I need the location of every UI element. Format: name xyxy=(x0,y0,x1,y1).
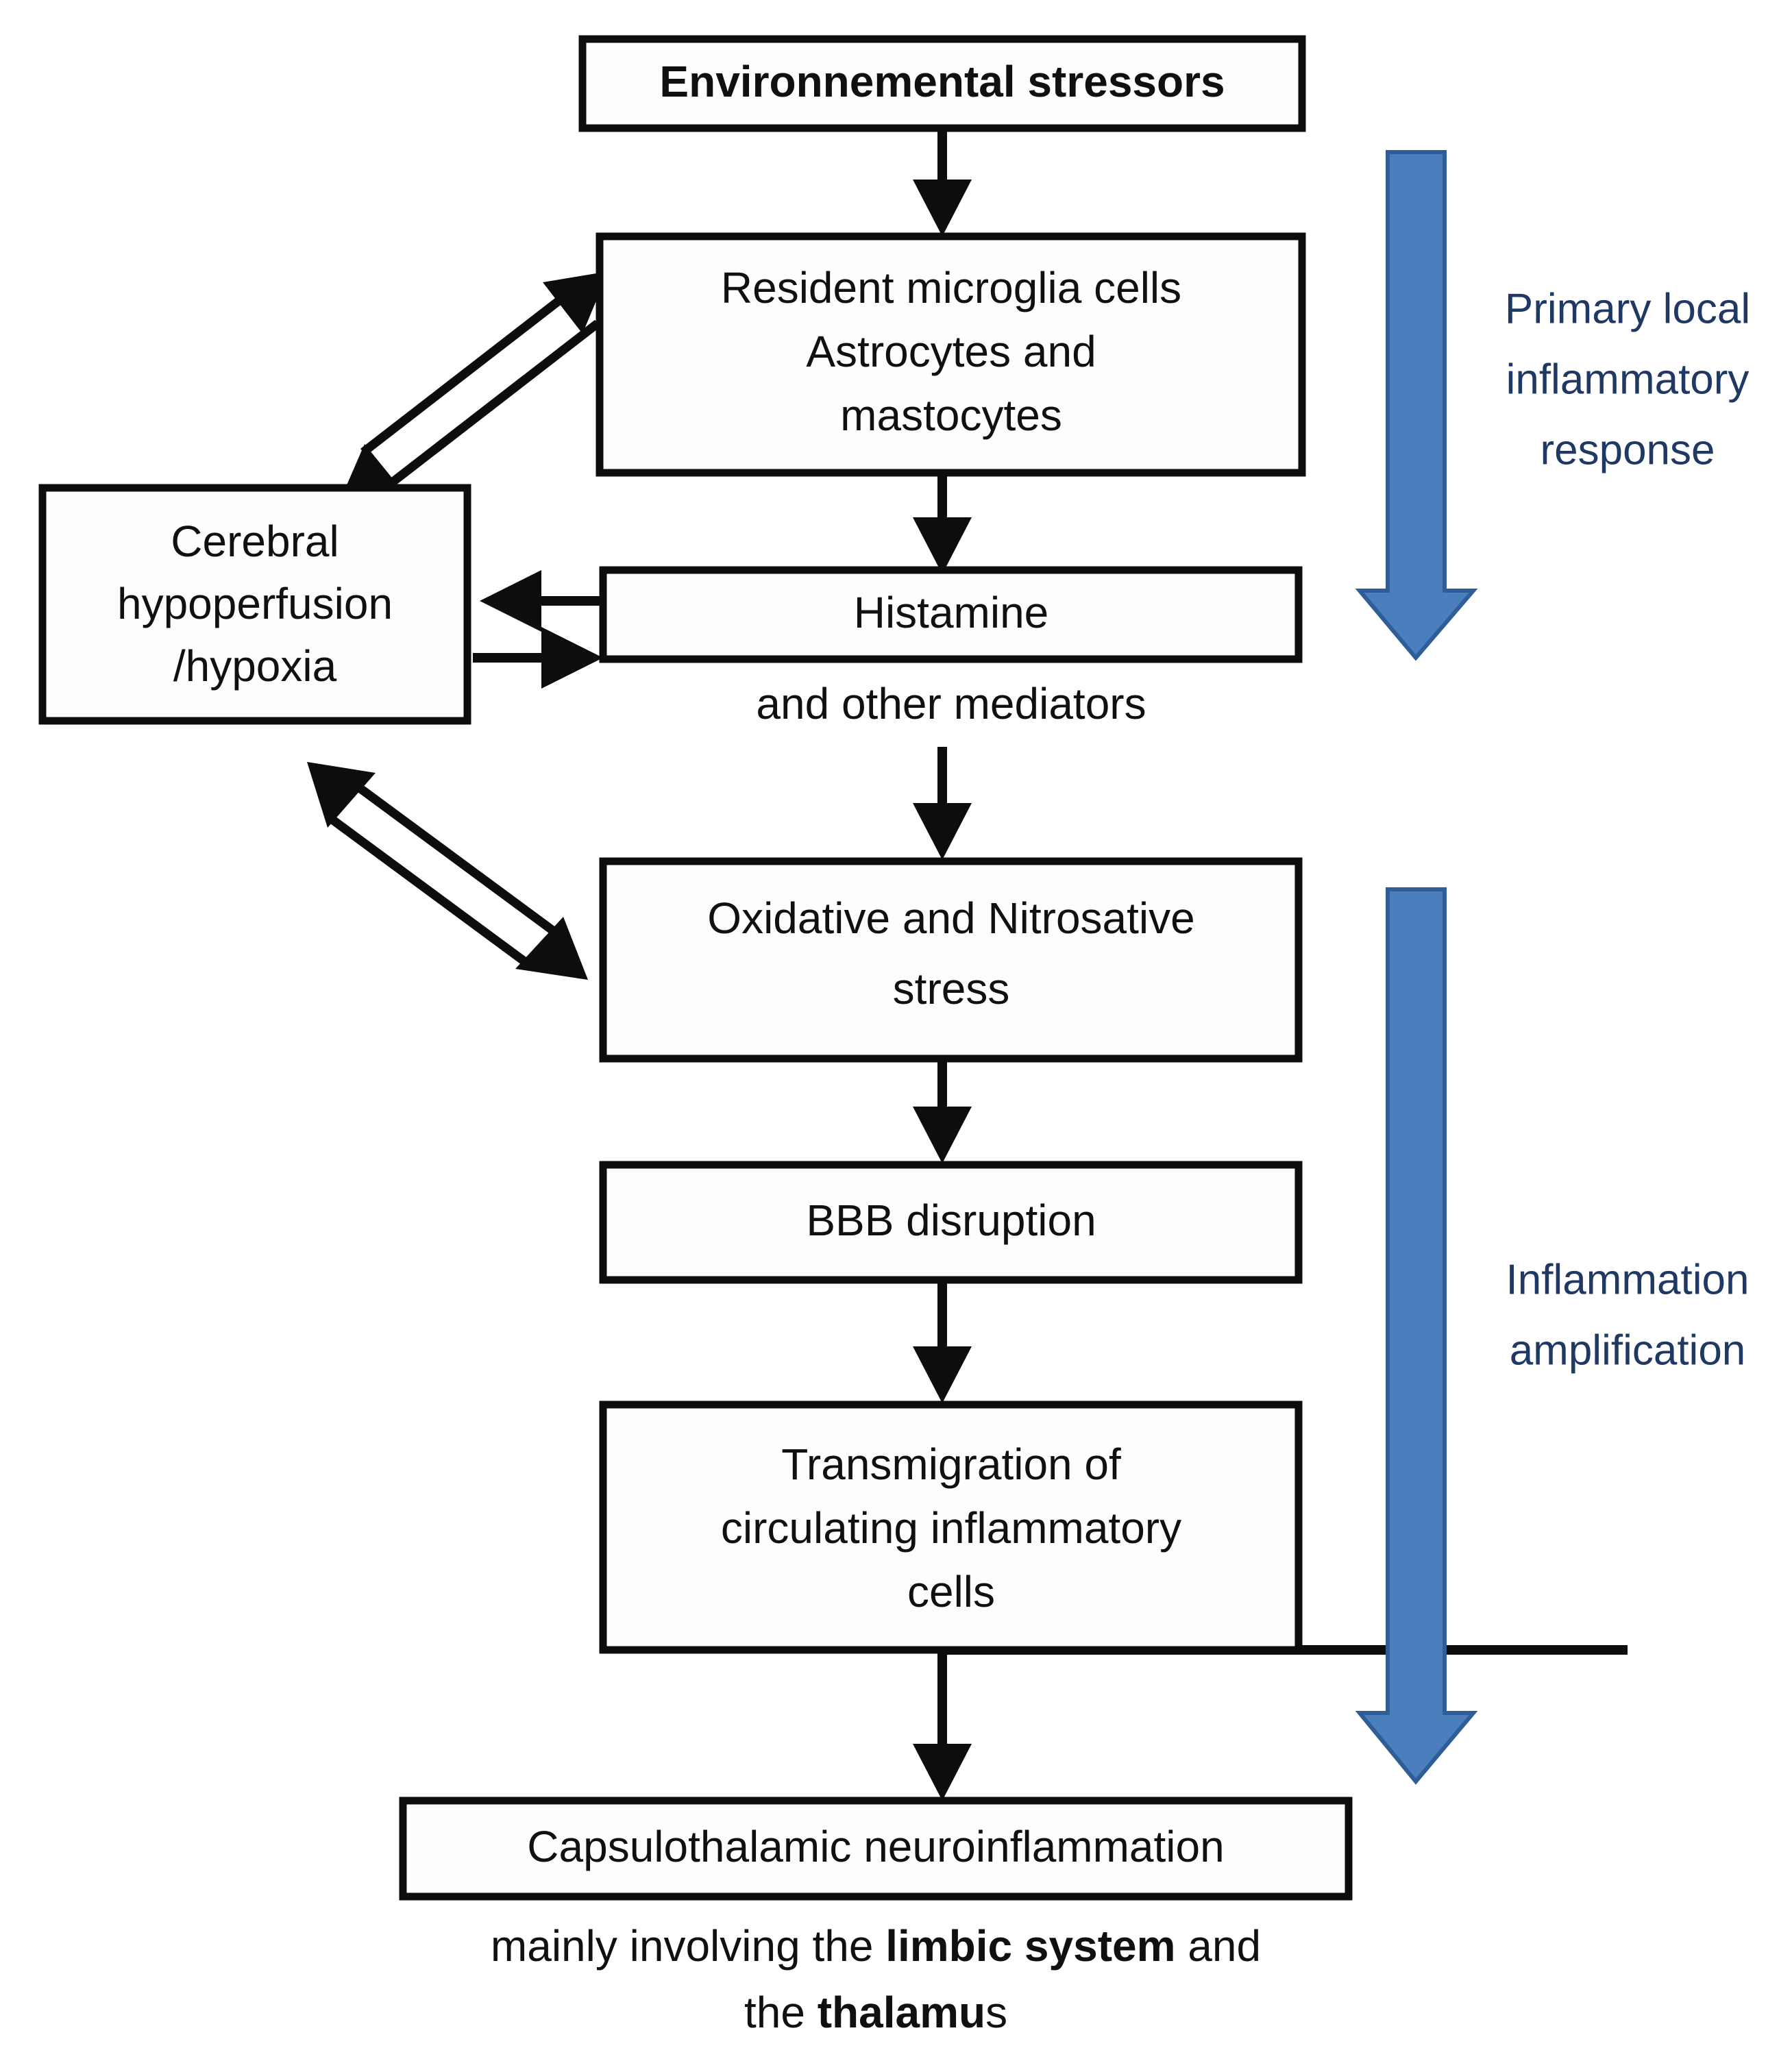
node-capsulothalamic-caption-line1: mainly involving the limbic system and xyxy=(491,1921,1261,1971)
down-arrow-icon-primary xyxy=(1355,150,1478,661)
node-transmigration-line1: Transmigration of xyxy=(781,1440,1121,1489)
node-capsulothalamic: Capsulothalamic neuroinflammation mainly… xyxy=(399,1797,1353,2037)
capsulothalamic-caption-1b: limbic system xyxy=(885,1921,1175,1971)
band-inflammation-amplification: Inflammation amplification xyxy=(1355,887,1750,1785)
connector-bbb-to-transmigration xyxy=(913,1280,972,1403)
node-environmental-stressors-label: Environnemental stressors xyxy=(659,57,1225,106)
node-bbb-disruption: BBB disruption xyxy=(599,1161,1303,1284)
band-amplification-line1: Inflammation xyxy=(1506,1256,1750,1303)
node-oxidative-stress-line1: Oxidative and Nitrosative xyxy=(707,893,1194,943)
node-resident-cells: Resident microglia cells Astrocytes and … xyxy=(596,232,1306,477)
connector-histamine-to-cerebral xyxy=(480,570,603,632)
node-oxidative-stress: Oxidative and Nitrosative stress xyxy=(599,857,1303,1063)
connector-stressors-to-cells xyxy=(913,130,972,236)
node-capsulothalamic-label: Capsulothalamic neuroinflammation xyxy=(527,1822,1224,1871)
connector-transmigration-to-capsulothalamic xyxy=(913,1645,1628,1801)
node-cerebral-hypoperfusion-line2: hypoperfusion xyxy=(117,579,393,628)
capsulothalamic-caption-2c: s xyxy=(985,1988,1007,2037)
node-bbb-disruption-label: BBB disruption xyxy=(806,1196,1096,1245)
band-primary-inflammatory: Primary local inflammatory response xyxy=(1355,150,1750,661)
band-primary-line1: Primary local xyxy=(1505,285,1750,332)
band-primary-line3: response xyxy=(1540,426,1715,473)
node-resident-cells-line2: Astrocytes and xyxy=(806,327,1096,376)
node-oxidative-stress-line2: stress xyxy=(893,964,1010,1013)
capsulothalamic-caption-2a: the xyxy=(744,1988,818,2037)
node-cerebral-hypoperfusion-line1: Cerebral xyxy=(171,517,339,566)
node-transmigration-line2: circulating inflammatory xyxy=(721,1503,1181,1553)
capsulothalamic-caption-2b: thalamu xyxy=(818,1988,985,2037)
capsulothalamic-caption-1a: mainly involving the xyxy=(491,1921,885,1971)
connector-oxidative-to-bbb xyxy=(913,1059,972,1163)
node-transmigration-line3: cells xyxy=(907,1567,995,1616)
band-amplification-line2: amplification xyxy=(1510,1327,1746,1374)
node-capsulothalamic-caption-line2: the thalamus xyxy=(744,1988,1007,2037)
band-primary-line2: inflammatory xyxy=(1506,356,1750,403)
node-cerebral-hypoperfusion-line3: /hypoxia xyxy=(173,641,337,691)
down-arrow-icon-amplification xyxy=(1355,887,1478,1785)
node-resident-cells-line3: mastocytes xyxy=(840,391,1062,440)
node-environmental-stressors: Environnemental stressors xyxy=(578,35,1306,132)
node-transmigration: Transmigration of circulating inflammato… xyxy=(599,1401,1303,1654)
node-cerebral-hypoperfusion: Cerebral hypoperfusion /hypoxia xyxy=(38,484,471,725)
connector-cerebral-to-histamine xyxy=(473,627,603,689)
node-histamine-caption: and other mediators xyxy=(756,679,1146,728)
node-resident-cells-line1: Resident microglia cells xyxy=(721,263,1181,312)
node-histamine-label: Histamine xyxy=(854,588,1049,637)
node-histamine: Histamine and other mediators xyxy=(599,566,1303,728)
connector-mediators-to-oxidative xyxy=(913,747,972,860)
connector-cerebral-cells-bidirectional xyxy=(337,271,609,507)
connector-cerebral-oxidative-bidirectional xyxy=(307,762,588,980)
capsulothalamic-caption-1c: and xyxy=(1176,1921,1262,1971)
connector-cells-to-histamine xyxy=(913,473,972,574)
